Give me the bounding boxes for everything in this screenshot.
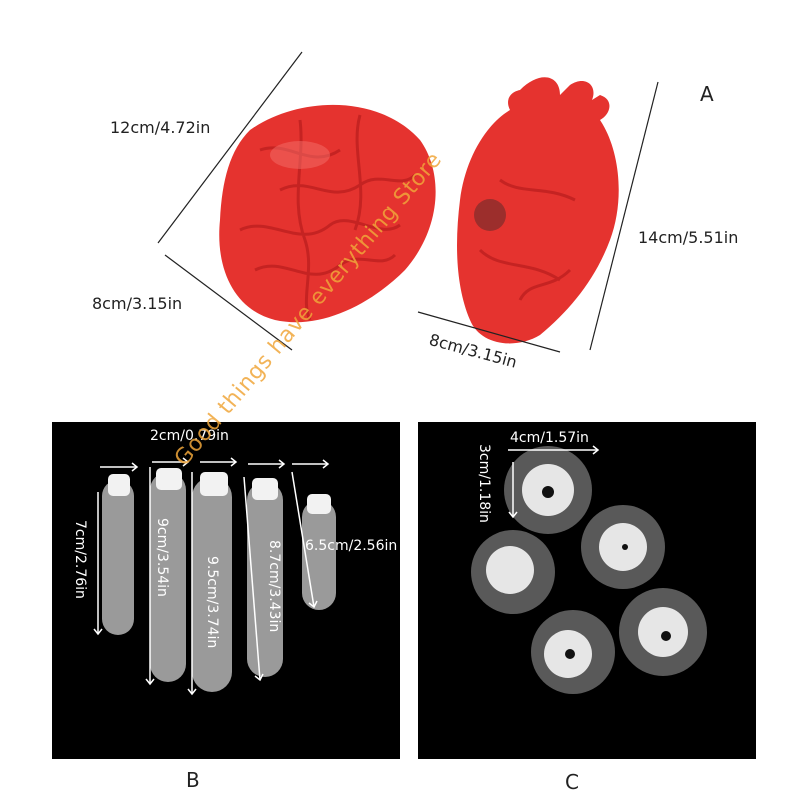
finger-3-length-label: 9.5cm/3.74in xyxy=(204,556,220,649)
heart-image xyxy=(457,77,619,344)
eyeballs-image xyxy=(471,445,707,694)
finger-2-length-label: 9cm/3.54in xyxy=(154,518,170,597)
fingers-image xyxy=(93,457,336,696)
finger-1-length-label: 7cm/2.76in xyxy=(72,520,88,599)
panel-a-art xyxy=(157,51,659,353)
eye-width-label: 4cm/1.57in xyxy=(510,430,589,446)
heart-height-label: 14cm/5.51in xyxy=(638,228,739,247)
panel-letter-c: C xyxy=(565,770,579,794)
brain-width-label: 8cm/3.15in xyxy=(92,294,183,313)
panel-b xyxy=(52,422,400,759)
finger-5-length-label: 6.5cm/2.56in xyxy=(305,538,398,554)
panel-letter-a: A xyxy=(700,82,714,106)
finger-4-length-label: 8.7cm/3.43in xyxy=(266,540,282,633)
eye-height-label: 3cm/1.18in xyxy=(476,444,492,523)
panel-letter-b: B xyxy=(186,768,200,792)
panel-a-dimension-lines xyxy=(157,51,659,353)
brain-image xyxy=(219,104,436,323)
panel-c xyxy=(418,422,756,759)
finger-width-label: 2cm/0.79in xyxy=(150,428,229,444)
brain-length-label: 12cm/4.72in xyxy=(110,118,211,137)
